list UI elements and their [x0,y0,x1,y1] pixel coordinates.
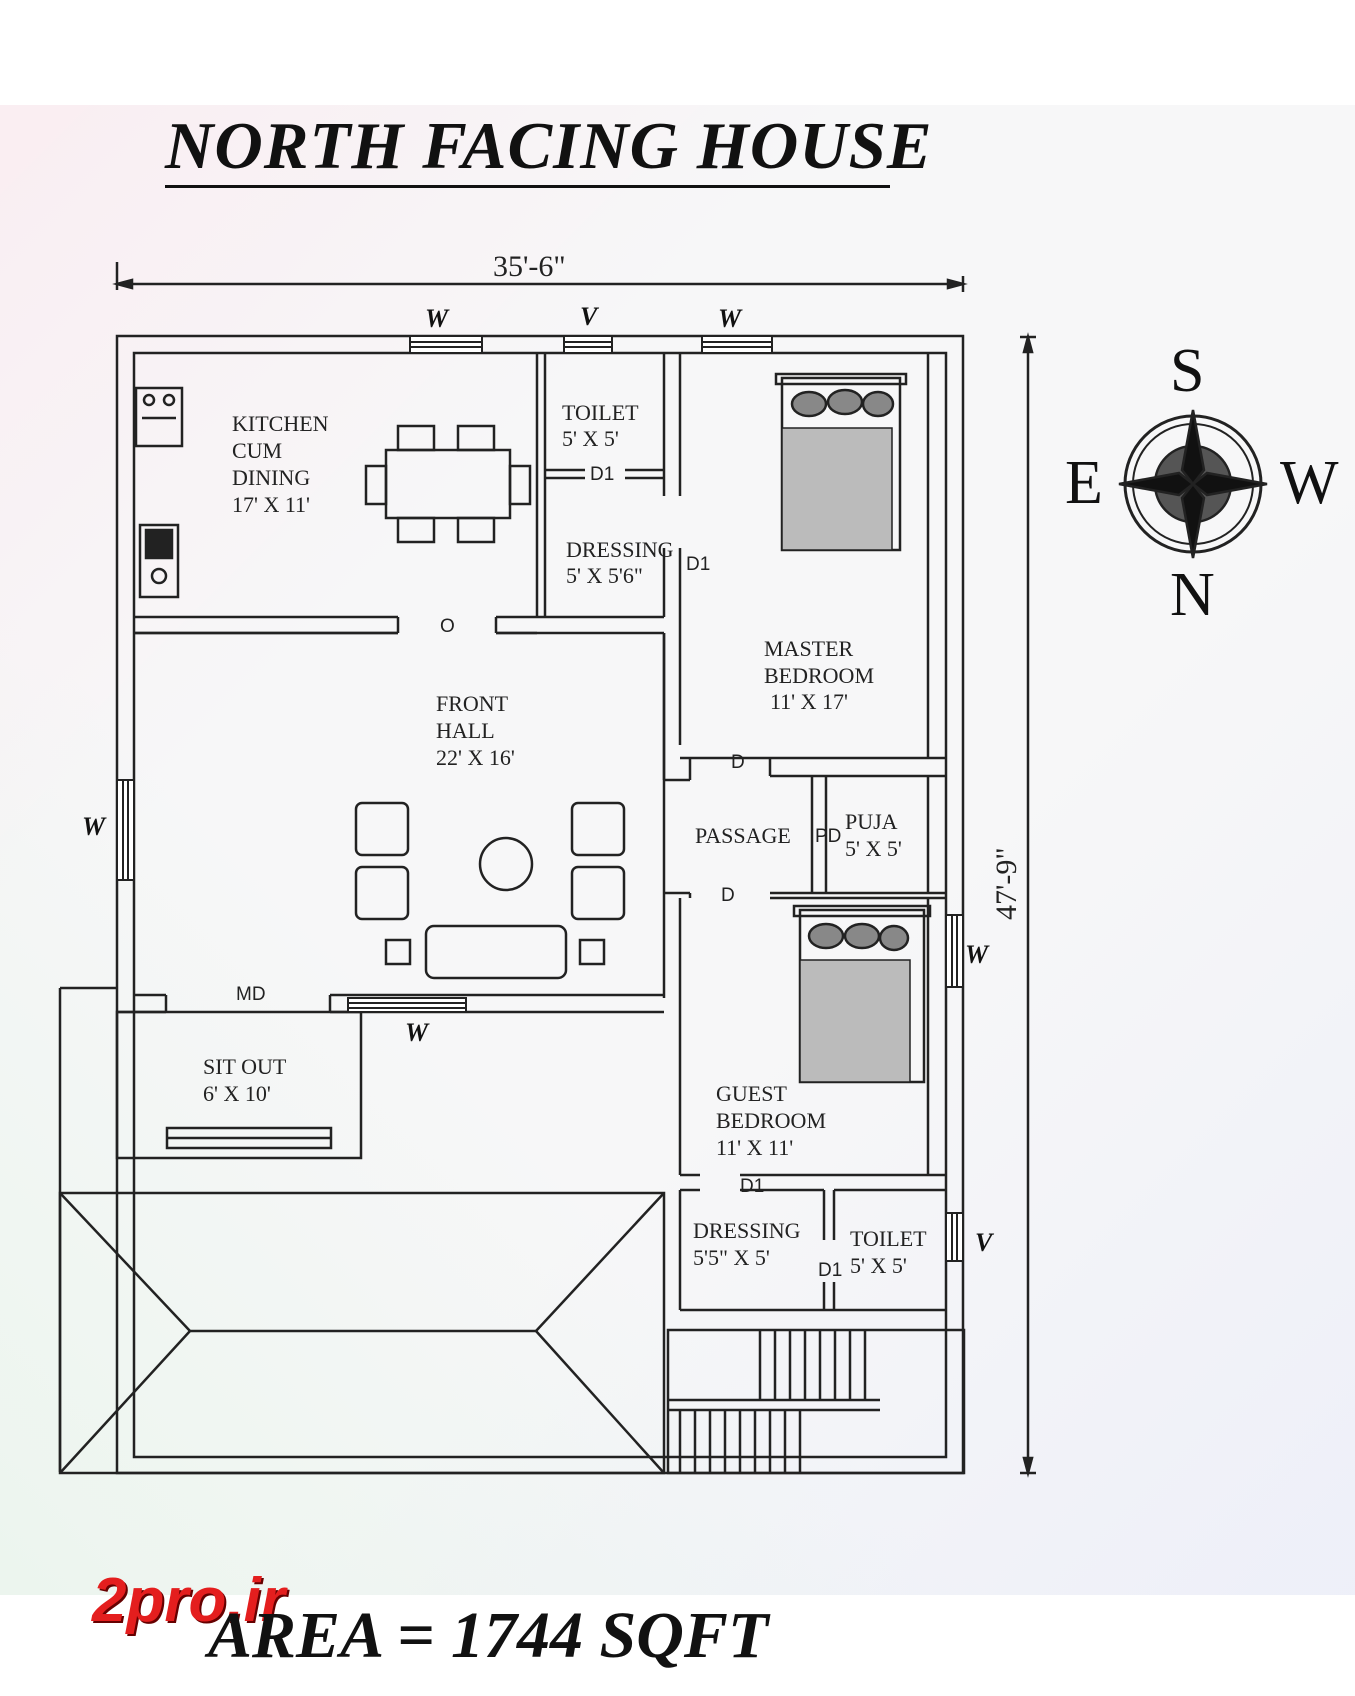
compass-rose-icon [1118,409,1268,559]
sit-out-size: 6' X 10' [203,1081,271,1106]
master-bed [774,372,908,552]
door-label-toilet-bottom: D1 [818,1260,843,1281]
door-label-dressing-top: D1 [686,554,711,575]
door-label-master: D [731,752,745,773]
front-hall-name: FRONT HALL [436,691,509,743]
kitchen-size: 17' X 11' [232,492,310,517]
toilet-top-size: 5' X 5' [562,426,619,451]
dressing-top-size: 5' X 5'6" [566,563,643,588]
window-label-master: W [718,304,742,333]
toilet-top-walls [545,353,682,745]
kitchen-counter [134,386,184,599]
living-furniture [354,801,626,980]
door-label-main: MD [236,984,266,1005]
door-label-dressing-bottom: D1 [740,1176,765,1197]
door-label-toilet-top: D1 [590,464,615,485]
toilet-bottom-size: 5' X 5' [850,1253,907,1278]
width-dimension-label: 35'-6" [493,250,566,283]
kitchen-walls [134,353,547,635]
ventilator-label-toilet-bottom: V [975,1228,993,1257]
compass-bottom-letter: N [1170,561,1215,629]
door-label-guest: D [721,885,735,906]
window-symbols [116,335,964,1262]
compass-top-letter: S [1170,337,1205,405]
guest-bedroom-size: 11' X 11' [716,1135,794,1160]
depth-dimension-line [1020,332,1036,1478]
master-bedroom-name: MASTER BEDROOM [764,636,875,688]
dining-table [364,424,532,544]
window-label-guest: W [965,940,989,969]
depth-dimension-label: 47'-9" [990,847,1023,920]
dressing-bottom-walls [678,1188,946,1312]
area-label: AREA = 1744 SQFT [208,1599,769,1672]
front-hall-walls [117,631,666,1014]
guest-bed [792,904,932,1084]
guest-bedroom-walls [678,898,946,1177]
window-label-hall: W [82,812,106,841]
dressing-bottom-name: DRESSING [693,1218,801,1243]
window-label-sit-out: W [405,1018,429,1047]
door-label-puja: PD [815,826,842,847]
sit-out-name: SIT OUT [203,1054,287,1079]
ventilator-label-toilet-top: V [580,302,598,331]
roof-outline [58,1191,666,1475]
passage-puja-walls [664,776,946,900]
staircase [666,1328,966,1475]
puja-name: PUJA [845,809,898,834]
title-underline [165,185,890,188]
guest-bedroom-name: GUEST BEDROOM [716,1081,827,1133]
front-hall-size: 22' X 16' [436,745,515,770]
passage-name: PASSAGE [695,823,791,848]
puja-size: 5' X 5' [845,836,902,861]
brand-logo: 2pro.ir [92,1566,285,1635]
width-dimension-line [112,262,968,292]
dressing-top-name: DRESSING [566,537,674,562]
opening-label-kitchen: O [440,616,455,637]
compass-right-letter: W [1280,449,1339,517]
compass-left-letter: E [1065,449,1103,517]
page-title: NORTH FACING HOUSE [165,109,933,183]
dressing-bottom-size: 5'5" X 5' [693,1245,770,1270]
toilet-top-name: TOILET [562,400,639,425]
window-label-kitchen: W [425,304,449,333]
master-bedroom-size: 11' X 17' [770,689,848,714]
toilet-bottom-name: TOILET [850,1226,927,1251]
kitchen-name: KITCHEN CUM DINING [232,411,329,490]
